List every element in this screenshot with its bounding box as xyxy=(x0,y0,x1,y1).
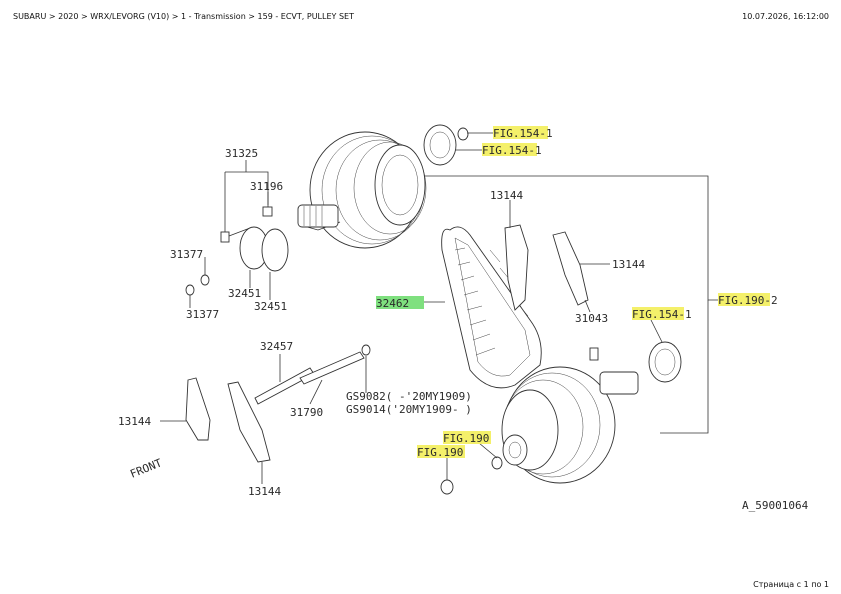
guide-right xyxy=(552,231,610,313)
part-13144-a[interactable]: 13144 xyxy=(490,189,523,202)
part-31196[interactable]: 31196 xyxy=(250,180,283,193)
ref-fig190-a[interactable]: FIG.190 xyxy=(443,432,489,445)
guide-lower-center xyxy=(227,381,271,484)
part-13144-c[interactable]: 13144 xyxy=(118,415,151,428)
breadcrumb[interactable]: SUBARU > 2020 > WRX/LEVORG (V10) > 1 - T… xyxy=(13,12,354,21)
part-31377-a[interactable]: 31377 xyxy=(170,248,203,261)
primary-pulley xyxy=(297,131,427,249)
part-32451-a[interactable]: 32451 xyxy=(228,287,261,300)
part-31043[interactable]: 31043 xyxy=(575,312,608,325)
page-counter: Страница с 1 по 1 xyxy=(753,580,829,589)
guide-upper-right xyxy=(504,200,529,311)
highlight-fig190-2 xyxy=(718,293,770,306)
highlight-fig154-a xyxy=(493,126,548,139)
bolt-group-left xyxy=(185,160,289,308)
secondary-pulley xyxy=(440,341,682,495)
highlight-32462 xyxy=(376,296,424,309)
highlight-fig154-b xyxy=(482,143,537,156)
part-31790[interactable]: 31790 xyxy=(290,406,323,419)
diagram-id: A_59001064 xyxy=(742,499,809,512)
part-32462[interactable]: 32462 xyxy=(376,297,409,310)
guide-lower-left xyxy=(160,377,211,441)
ref-fig190-2[interactable]: FIG.190-2 xyxy=(718,294,778,307)
part-gs9082[interactable]: GS9082( -'20MY1909) xyxy=(346,390,472,403)
shafts xyxy=(254,344,371,405)
part-13144-d[interactable]: 13144 xyxy=(248,485,281,498)
highlight-fig190-a xyxy=(443,431,491,444)
part-31325[interactable]: 31325 xyxy=(225,147,258,160)
ref-fig154-1-b[interactable]: FIG.154-1 xyxy=(482,144,542,157)
bearing-upper xyxy=(423,124,469,166)
part-13144-b[interactable]: 13144 xyxy=(612,258,645,271)
ref-fig154-1-a[interactable]: FIG.154-1 xyxy=(493,127,553,140)
part-gs9014[interactable]: GS9014('20MY1909- ) xyxy=(346,403,472,416)
drive-belt xyxy=(441,226,542,389)
ref-fig154-1-c[interactable]: FIG.154-1 xyxy=(632,308,692,321)
ref-fig190-b[interactable]: FIG.190 xyxy=(417,446,463,459)
part-32457[interactable]: 32457 xyxy=(260,340,293,353)
front-label: FRONT xyxy=(128,456,164,481)
part-32451-b[interactable]: 32451 xyxy=(254,300,287,313)
highlight-fig190-b xyxy=(417,445,465,458)
part-31377-b[interactable]: 31377 xyxy=(186,308,219,321)
print-timestamp: 10.07.2026, 16:12:00 xyxy=(742,12,829,21)
highlight-fig154-c xyxy=(632,307,684,320)
